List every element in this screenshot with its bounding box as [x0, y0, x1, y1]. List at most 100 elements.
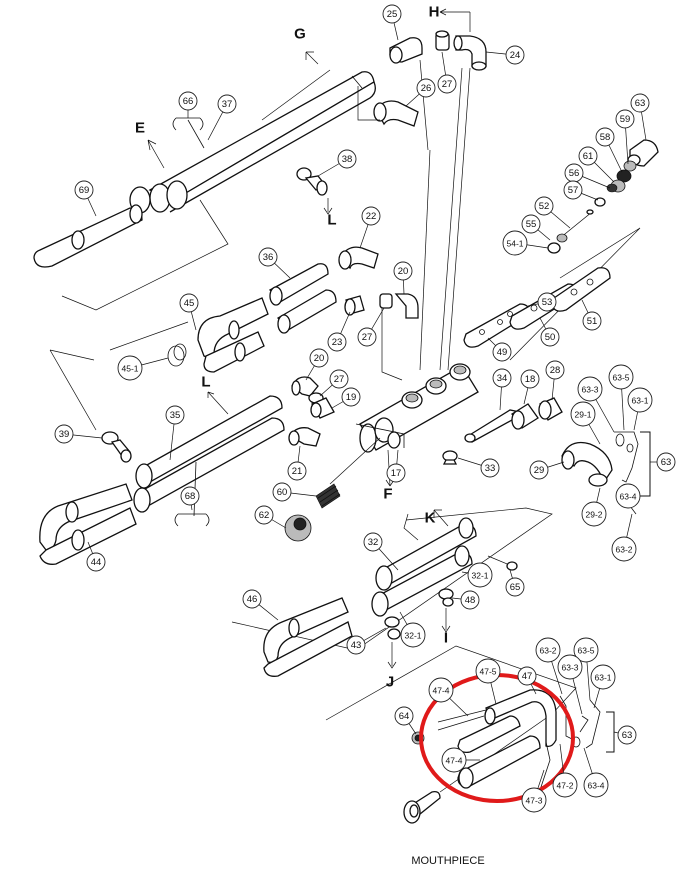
callout-label: 47-2: [556, 781, 573, 791]
callout-circle: [590, 664, 616, 690]
callout-47: 47: [517, 666, 537, 695]
callout-circle: [272, 482, 292, 502]
callout-62: 62: [254, 505, 287, 529]
callout-label: 24: [510, 50, 521, 61]
callout-29: 29: [529, 460, 565, 480]
part-25-elbow: [389, 37, 423, 64]
callout-label: 55: [526, 219, 537, 230]
callout-label: 63-1: [594, 673, 611, 683]
callout-label: 64: [399, 711, 410, 722]
callout-circle: [521, 787, 547, 813]
callout-circle: [416, 78, 436, 98]
callout-292: 29-2: [581, 487, 607, 527]
part-58-59-spring: [606, 160, 637, 193]
part-21-elbow: [288, 427, 321, 447]
callout-label: 36: [263, 252, 274, 263]
callout-label: 18: [525, 374, 536, 385]
callout-label: 65: [510, 582, 521, 593]
mouthpiece-caption: MOUTHPIECE: [411, 855, 484, 867]
callout-circle: [583, 772, 609, 798]
part-66-clip: [172, 117, 205, 149]
callout-label: 27: [334, 374, 345, 385]
callout-circle: [627, 387, 653, 413]
part-17-slide: [355, 423, 405, 448]
letter-K: K: [425, 510, 436, 527]
callout-circle: [475, 658, 501, 684]
callout-label: 63: [635, 98, 646, 109]
callout-291: 29-1: [570, 401, 601, 445]
callout-60: 60: [272, 482, 317, 502]
callout-label: 51: [587, 316, 598, 327]
callout-68: 68: [180, 486, 200, 511]
callout-label: 32-1: [404, 631, 421, 641]
callout-541: 54-1: [502, 230, 549, 256]
callout-label: 22: [366, 211, 377, 222]
part-39-stopper: [101, 431, 132, 463]
letter-F: F: [383, 486, 392, 503]
callout-321a: 32-1: [461, 562, 493, 588]
part-tube-K: [371, 517, 477, 617]
callout-63a: 63: [630, 93, 650, 141]
callout-label: 54-1: [506, 239, 523, 249]
part-27-connector: [435, 30, 450, 51]
callout-39: 39: [54, 424, 103, 444]
callout-label: 34: [497, 373, 508, 384]
callout-69: 69: [74, 180, 97, 217]
callout-label: 27: [362, 332, 373, 343]
callout-label: 59: [620, 114, 631, 125]
callout-circle: [117, 355, 143, 381]
callout-24: 24: [485, 45, 525, 65]
callout-label: 49: [497, 347, 508, 358]
callout-631a: 63-1: [627, 387, 653, 431]
callout-26: 26: [405, 78, 436, 107]
callout-circle: [309, 348, 329, 368]
callout-circle: [529, 460, 549, 480]
part-27b-sleeve: [379, 293, 393, 309]
part-tube-L: [133, 391, 285, 513]
callout-circle: [341, 387, 361, 407]
callout-48: 48: [451, 590, 480, 610]
callout-circle: [615, 109, 635, 129]
callout-label: 39: [59, 429, 70, 440]
callout-circle: [400, 622, 426, 648]
callout-633b: 63-3: [557, 654, 583, 715]
callout-27c: 27: [319, 369, 349, 397]
callout-55: 55: [521, 214, 551, 241]
callout-circle: [217, 94, 237, 114]
callout-23: 23: [327, 311, 351, 352]
callout-circle: [557, 654, 583, 680]
callout-65: 65: [505, 569, 525, 597]
callout-label: 50: [545, 332, 556, 343]
callout-label: 19: [346, 392, 357, 403]
callout-27a: 27: [437, 51, 457, 94]
callout-label: 21: [292, 466, 303, 477]
callout-circle: [393, 261, 413, 281]
callout-label: 43: [351, 640, 362, 651]
callout-66: 66: [178, 91, 198, 118]
callout-label: 45-1: [121, 364, 138, 374]
callout-circle: [615, 483, 641, 509]
callout-circle: [492, 342, 512, 362]
callout-label: 69: [79, 185, 90, 196]
part-69-tube: [33, 204, 143, 268]
part-28-sleeve: [538, 397, 563, 421]
callout-circle: [630, 93, 650, 113]
callout-circle: [437, 74, 457, 94]
callout-474b: 47-4: [441, 747, 480, 773]
letter-L-mid: L: [201, 374, 210, 391]
callout-circle: [394, 706, 414, 726]
callout-circle: [357, 327, 377, 347]
callout-28: 28: [545, 360, 565, 401]
part-valve-block: [359, 363, 479, 453]
callout-49: 49: [487, 337, 512, 362]
callout-label: 44: [91, 557, 102, 568]
callout-451: 45-1: [117, 355, 169, 381]
callout-circle: [180, 486, 200, 506]
part-24-elbow: [453, 35, 487, 71]
callout-label: 26: [421, 83, 432, 94]
callout-circle: [611, 536, 637, 562]
callout-label: 63-3: [561, 663, 578, 673]
callout-label: 63-5: [612, 373, 629, 383]
callout-632b: 63-2: [535, 637, 563, 695]
callout-label: 63-2: [539, 646, 556, 656]
